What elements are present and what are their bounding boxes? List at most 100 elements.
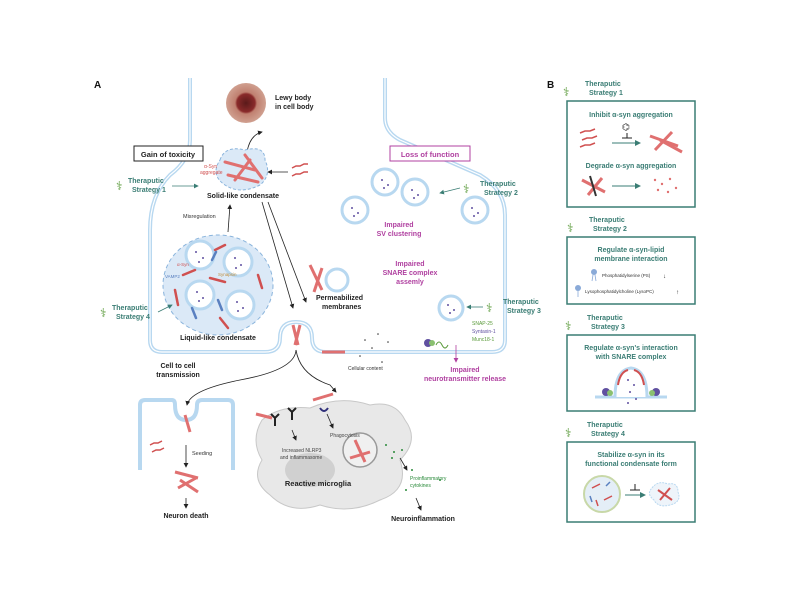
misregulation-label: Misregulation — [183, 214, 216, 220]
monomer-icon — [579, 128, 598, 148]
recipient-neuron-membrane — [138, 398, 235, 470]
lysopc-label: Lysophosphatidylcholine (LysoPC) — [585, 289, 654, 294]
impaired-release-label-1: Impaired — [450, 367, 479, 374]
strategy-2-box-title-1: Regulate α-syn-lipid — [598, 247, 665, 254]
cytokine-dots — [385, 444, 441, 491]
strategy-3-box-title-2: with SNARE complex — [595, 354, 667, 361]
seed-fibril-icon — [183, 414, 192, 433]
decrease-arrow-icon: ↓ — [663, 274, 666, 280]
asyn-aggregate-label-2: aggregate — [200, 170, 223, 176]
strategy-2-b: ⚕ Theraputic Strategy 2 — [567, 217, 627, 235]
inhibitor-molecule-icon: ⌬ — [622, 122, 630, 132]
strategy-4-a-line2: Strategy 4 — [116, 314, 150, 321]
ps-lipid-icon — [591, 269, 597, 275]
tool-icon: ⚕ — [100, 306, 107, 320]
microglia-nucleus — [285, 453, 335, 487]
strategy-4-a: ⚕ Theraputic Strategy 4 — [100, 304, 173, 321]
tool-icon: ⚕ — [486, 301, 493, 315]
strategy-2-a-line1: Theraputic — [480, 181, 516, 188]
aggregate-icon — [649, 130, 683, 154]
strategy-1-b-line1: Theraputic — [585, 81, 621, 88]
strategy-3-box-title-1: Regulate α-syn's interaction — [584, 345, 678, 352]
arrow-to-microglia — [295, 349, 337, 393]
asyn-label: α-Syn — [177, 262, 189, 267]
munc-label: Munc18-1 — [472, 337, 494, 343]
proinflammatory-label-1: Proinflammatory — [410, 476, 447, 482]
snare-interaction-icon — [595, 366, 667, 404]
neuron-death-label: Neuron death — [163, 513, 208, 520]
strategy-3-a: ⚕ Theraputic Strategy 3 — [466, 299, 541, 315]
neuroinflammation-label: Neuroinflammation — [391, 516, 455, 523]
fragments-icon — [653, 177, 678, 194]
strategy-3-b-line2: Strategy 3 — [591, 324, 625, 331]
lewy-body-label-1: Lewy body — [275, 95, 311, 102]
arrow-cell-to-cell — [185, 349, 297, 406]
impaired-sv-label-1: Impaired — [384, 222, 413, 229]
neurotransmitter-dots — [195, 251, 244, 312]
permeabilized-label-1: Permeabilized — [316, 295, 363, 302]
arrow-phagocytosis — [326, 413, 334, 429]
panel-a-label: A — [94, 80, 101, 91]
strategy-1-b-line2: Strategy 1 — [589, 90, 623, 97]
neuron-fibril-icon — [174, 470, 199, 494]
strategy-2-a-line2: Strategy 2 — [484, 190, 518, 197]
strategy-4-box — [566, 441, 696, 523]
pore-fibril-icon — [291, 324, 302, 346]
vamp2-proteins — [190, 250, 224, 320]
asyn-monomer-icon — [291, 163, 308, 177]
tool-icon: ⚕ — [567, 221, 574, 235]
reactive-microglia-label: Reactive microglia — [285, 479, 352, 488]
strategy-4-box-title-1: Stabilize α-syn in its — [597, 452, 664, 459]
loss-of-function-box — [389, 145, 471, 162]
degrader-icon — [589, 175, 597, 197]
cytosol-fibril-icon — [308, 264, 324, 293]
strategy-2-b-line1: Theraputic — [589, 217, 625, 224]
cellular-content-label: Cellular content — [348, 366, 383, 372]
strategy-4-box-title-2: functional condensate form — [585, 461, 677, 468]
liquid-condensate-blob — [162, 234, 274, 336]
phagocytosis-label: Phagocytosis — [330, 433, 360, 439]
cell-to-cell-label-2: transmission — [156, 372, 200, 379]
strategy-3-b: ⚕ Theraputic Strategy 3 — [565, 315, 625, 333]
syntaxin-label: Syntaxin-1 — [472, 329, 496, 335]
strategy-2-box — [566, 236, 696, 305]
synapsin-label: Synapsin — [218, 272, 237, 277]
strategy-4-a-line1: Theraputic — [112, 305, 148, 312]
phagocytic-receptor-icon — [319, 407, 329, 412]
arrow-solid-to-pore — [261, 201, 295, 309]
tool-icon: ⚕ — [565, 319, 572, 333]
impaired-snare-label-2: SNARE complex — [383, 270, 438, 277]
strategy-2-a: ⚕ Theraputic Strategy 2 — [439, 181, 518, 197]
strategy-1-b: ⚕ Theraputic Strategy 1 — [563, 81, 623, 99]
seeding-label: Seeding — [192, 451, 212, 457]
synaptic-vesicles — [184, 239, 256, 321]
tool-icon: ⚕ — [563, 85, 570, 99]
strategy-3-b-line1: Theraputic — [587, 315, 623, 322]
vamp2-label: VAMP2 — [165, 274, 180, 279]
strategy-1-box — [566, 100, 696, 208]
strategy-3-a-line1: Theraputic — [503, 299, 539, 306]
strategy-2-box-title-2: membrane interaction — [594, 256, 667, 263]
snare-complex-icon — [424, 339, 449, 349]
lewy-body-label-2: in cell body — [275, 104, 314, 111]
gain-of-toxicity-box — [133, 145, 204, 162]
gain-of-toxicity-label: Gain of toxicity — [141, 150, 196, 159]
seeding-monomers-icon — [149, 440, 165, 453]
arrow-nlrp3 — [291, 429, 297, 441]
nlrp3-label-1: Increased NLRP3 — [282, 448, 322, 454]
strategy-1-a-line1: Theraputic — [128, 178, 164, 185]
arrow-solid-to-membrane — [267, 201, 307, 303]
phagosome-fibril-icon — [349, 439, 371, 463]
microglia-fibril-icons — [255, 392, 334, 420]
permeabilized-label-2: membranes — [322, 304, 361, 311]
strategy-3-a-line2: Strategy 3 — [507, 308, 541, 315]
cellular-content-dots — [359, 333, 389, 363]
lysopc-lipid-icon — [575, 285, 581, 291]
fibril-aggregate-icon — [223, 153, 264, 184]
strategy-1-a-line2: Strategy 1 — [132, 187, 166, 194]
strategy-4-b: ⚕ Theraputic Strategy 4 — [565, 422, 625, 440]
sv-vesicles — [340, 167, 490, 225]
functional-condensate-icon — [583, 475, 621, 513]
tool-icon: ⚕ — [116, 179, 123, 193]
